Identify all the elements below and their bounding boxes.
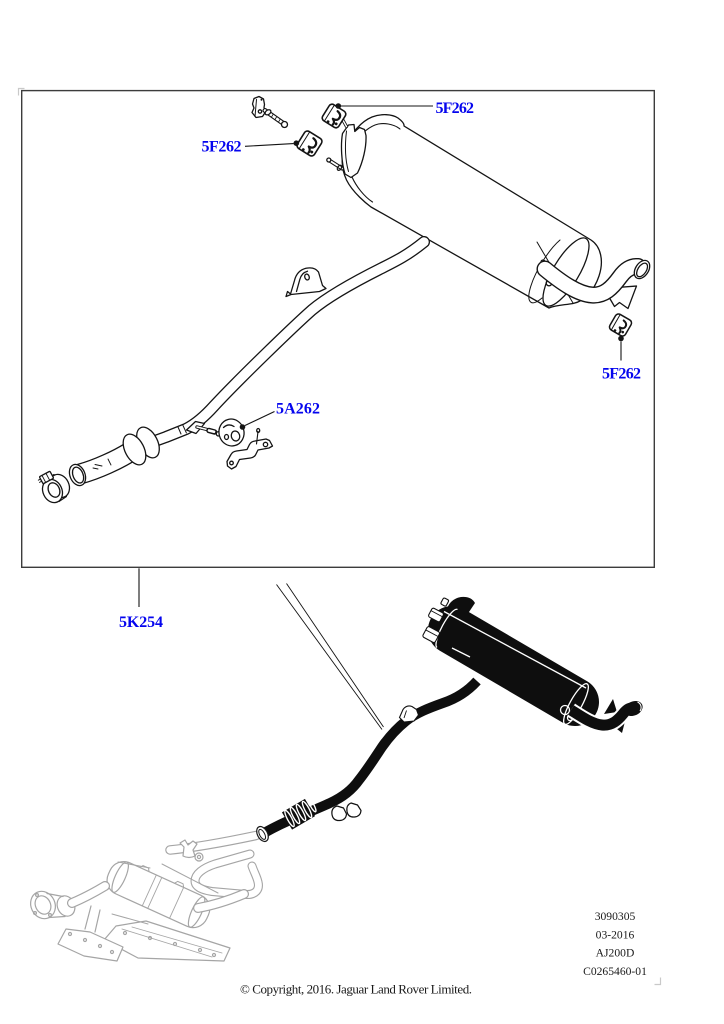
svg-text:3090305: 3090305 xyxy=(595,910,636,923)
svg-text:03-2016: 03-2016 xyxy=(596,928,635,941)
svg-text:C0265460-01: C0265460-01 xyxy=(583,965,647,978)
svg-text:5F262: 5F262 xyxy=(202,138,242,155)
svg-text:5A262: 5A262 xyxy=(276,401,320,418)
svg-text:5F262: 5F262 xyxy=(436,100,475,117)
svg-text:AJ200D: AJ200D xyxy=(596,947,635,960)
svg-text:© Copyright, 2016. Jaguar Land: © Copyright, 2016. Jaguar Land Rover Lim… xyxy=(240,982,472,997)
svg-text:5F262: 5F262 xyxy=(602,366,641,383)
svg-text:5K254: 5K254 xyxy=(119,614,163,631)
